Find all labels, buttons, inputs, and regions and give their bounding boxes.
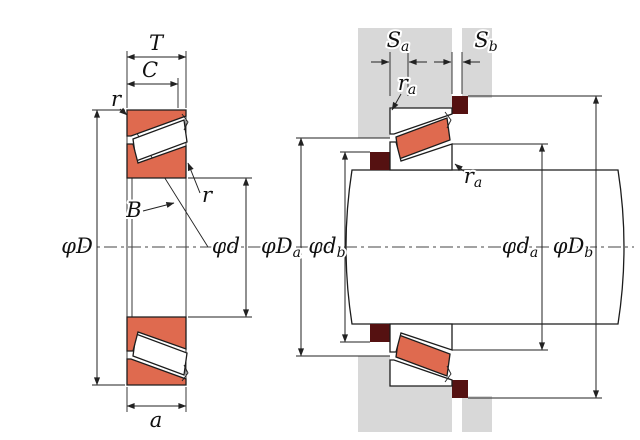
dim-phiDb: [468, 95, 602, 399]
cup-upper: [389, 107, 453, 135]
inner-ring-lower: [126, 316, 187, 352]
abutment-rings: [370, 96, 468, 398]
cup-lower: [389, 359, 453, 387]
left-bearing-lower: [126, 316, 189, 386]
dim-label-T: T: [149, 31, 165, 55]
housing-lower-right-piece: [462, 396, 492, 432]
left-view-bearing: [126, 109, 209, 386]
dim-Sa: [371, 52, 427, 96]
housing-spacer-bottom: [452, 380, 468, 398]
housing-upper-main: [358, 28, 452, 108]
cage-hook-lower: [444, 365, 452, 383]
dim-label-phiDa: φDa: [261, 234, 301, 261]
cone-lower: [389, 323, 453, 353]
inner-ring-upper: [126, 143, 187, 179]
right-bearing-upper: [389, 107, 453, 171]
outer-ring-upper: [126, 109, 187, 137]
dim-phiDa: [296, 137, 390, 357]
right-bearing-lower: [389, 323, 453, 387]
shaft-spacer-bottom: [370, 324, 390, 342]
housing-spacer-top: [452, 96, 468, 114]
dim-phida: [452, 143, 548, 351]
right-view-mounting: [345, 28, 625, 432]
dim-label-C: C: [142, 58, 158, 82]
dim-label-r-inner: r: [202, 183, 214, 207]
dim-B: [142, 201, 175, 212]
housing-blocks: [358, 28, 492, 432]
cage-hook-upper: [181, 113, 189, 131]
dim-label-Sa: Sa: [387, 28, 410, 55]
dim-label-phid: φd: [212, 234, 240, 258]
dim-label-phiD: φD: [61, 234, 93, 258]
dim-label-phidb: φdb: [308, 234, 345, 261]
dim-T: [126, 51, 187, 108]
dim-label-phiDb: φDb: [553, 234, 594, 261]
dim-label-ra-top: ra: [398, 71, 416, 98]
cage-hook-upper: [444, 111, 452, 129]
housing-lower-shoulder: [358, 356, 390, 386]
dim-phid: [188, 177, 252, 318]
dim-label-B: B: [125, 198, 141, 222]
dim-label-ra-inner: ra: [464, 164, 482, 191]
dim-C: [126, 78, 179, 108]
dim-phiD: [92, 109, 125, 386]
cage-hook-lower: [181, 364, 189, 382]
cone-upper: [389, 141, 453, 171]
shaft-spacer-top: [370, 152, 390, 170]
dim-label-Sb: Sb: [474, 28, 497, 55]
left-bearing-upper: [126, 109, 189, 179]
housing-lower-main: [358, 386, 452, 432]
dim-a: [126, 387, 187, 412]
housing-upper-shoulder: [358, 108, 390, 138]
outer-ring-lower: [126, 358, 187, 386]
dim-label-phida: φda: [502, 234, 539, 261]
dim-Sb: [434, 52, 480, 94]
dim-ra-inner: [454, 163, 467, 174]
dim-phidb: [340, 151, 370, 343]
dim-ra-top: [391, 93, 402, 111]
dim-label-r-top: r: [111, 87, 123, 111]
dim-label-a: a: [150, 408, 163, 432]
